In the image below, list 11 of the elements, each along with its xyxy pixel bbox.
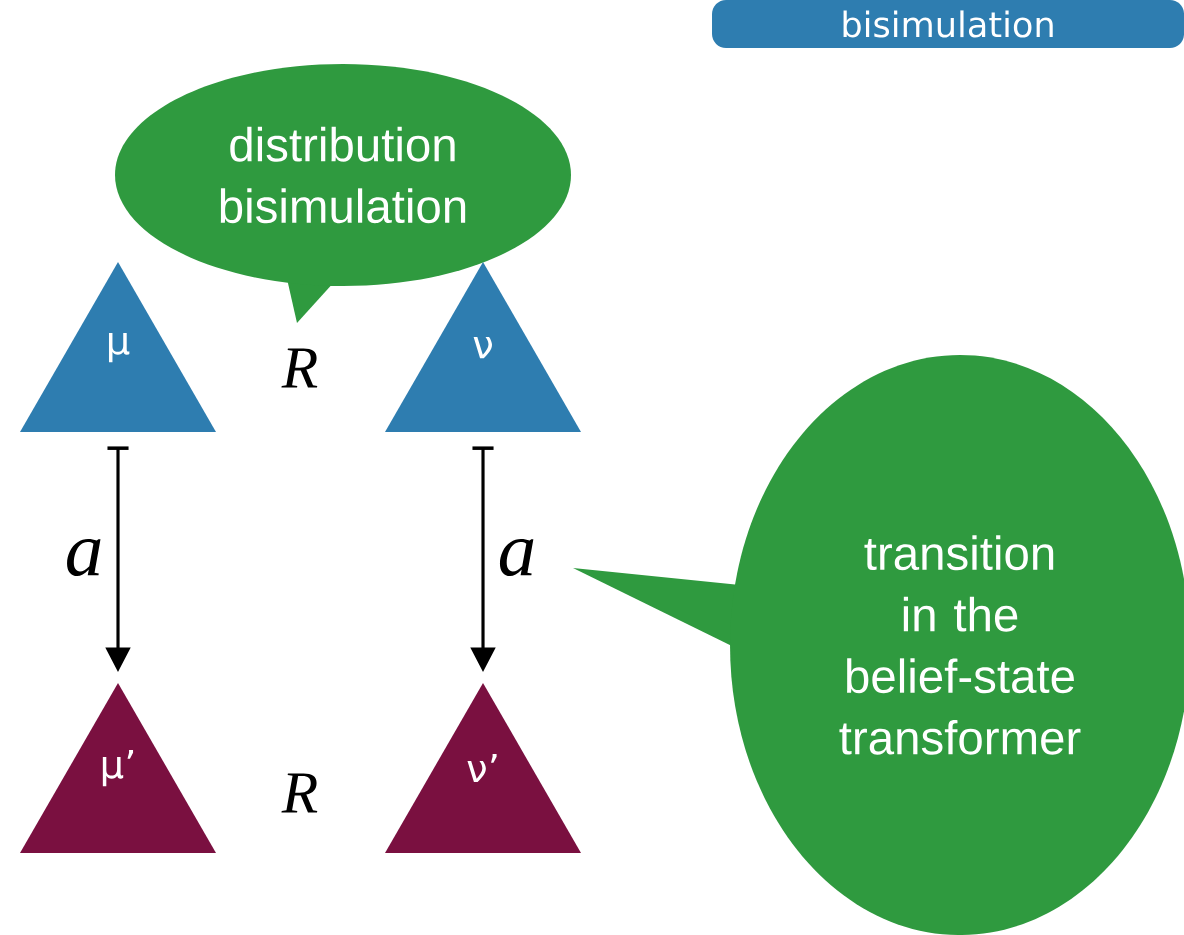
relation-label: R <box>281 773 318 813</box>
edge-label: a <box>499 538 534 577</box>
triangle: μ <box>20 262 216 432</box>
triangle: ν <box>385 262 581 432</box>
title-box: bisimulation <box>712 0 1184 48</box>
relation-label: R <box>281 348 318 388</box>
triangle: ν’ <box>385 683 581 853</box>
speech-bubble: transition in the belief-state transformer <box>573 355 1184 935</box>
speech-bubble: distribution bisimulation <box>115 64 571 323</box>
edge-label: a <box>67 538 101 577</box>
triangle: μ’ <box>20 683 216 853</box>
